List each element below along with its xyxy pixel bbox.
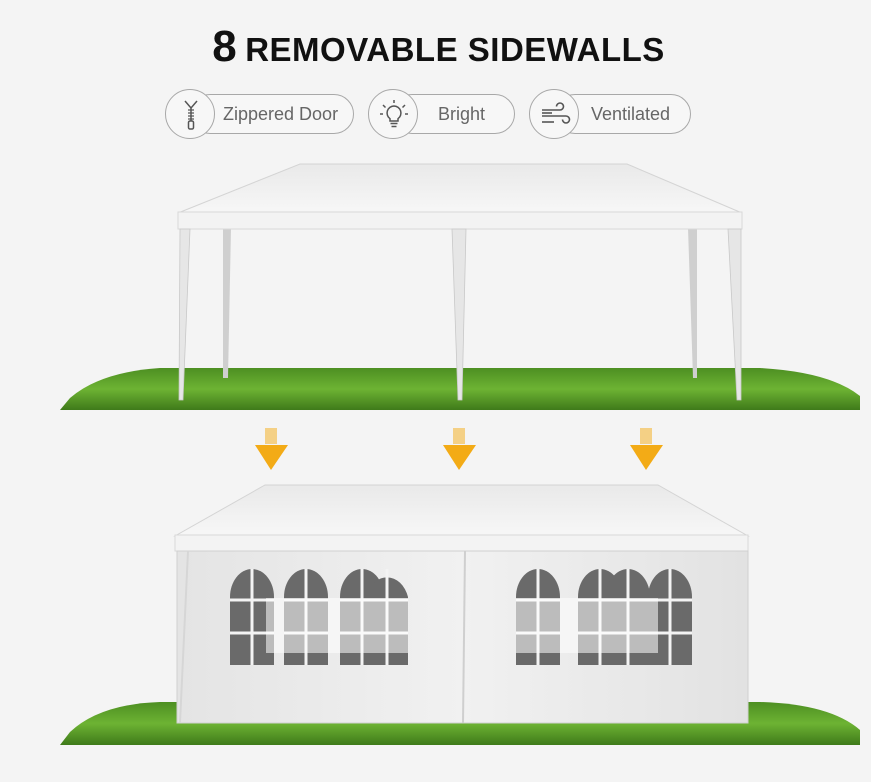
canopy-valance <box>177 211 743 230</box>
tent-leg <box>688 228 697 378</box>
tent-with-sidewalls <box>60 484 860 745</box>
tent-leg <box>727 228 742 401</box>
tent-leg <box>178 228 191 401</box>
canopy-roof <box>173 484 750 537</box>
lightbulb-icon <box>368 89 418 139</box>
feature-label: Bright <box>438 104 486 124</box>
feature-label: Zippered Door <box>223 104 339 124</box>
down-arrow-icon <box>443 428 476 470</box>
canopy-valance <box>174 534 749 552</box>
wall-seam <box>462 550 466 724</box>
zipper-icon <box>165 89 215 139</box>
title-number: 8 <box>212 22 238 71</box>
right-edge-strip <box>871 0 877 782</box>
down-arrow-icon <box>630 428 663 470</box>
title-text: REMOVABLE SIDEWALLS <box>245 31 665 68</box>
open-canopy-tent <box>60 163 860 410</box>
down-arrow-icon <box>255 428 288 470</box>
canopy-roof <box>177 163 743 214</box>
feature-label: Ventilated <box>591 104 671 124</box>
wind-icon <box>529 89 579 139</box>
tent-leg <box>451 228 467 401</box>
tent-leg <box>223 228 231 378</box>
feature-badges: Zippered Door Bright Ventilated <box>0 89 877 141</box>
feature-pill-zippered-door: Zippered Door <box>190 94 354 134</box>
